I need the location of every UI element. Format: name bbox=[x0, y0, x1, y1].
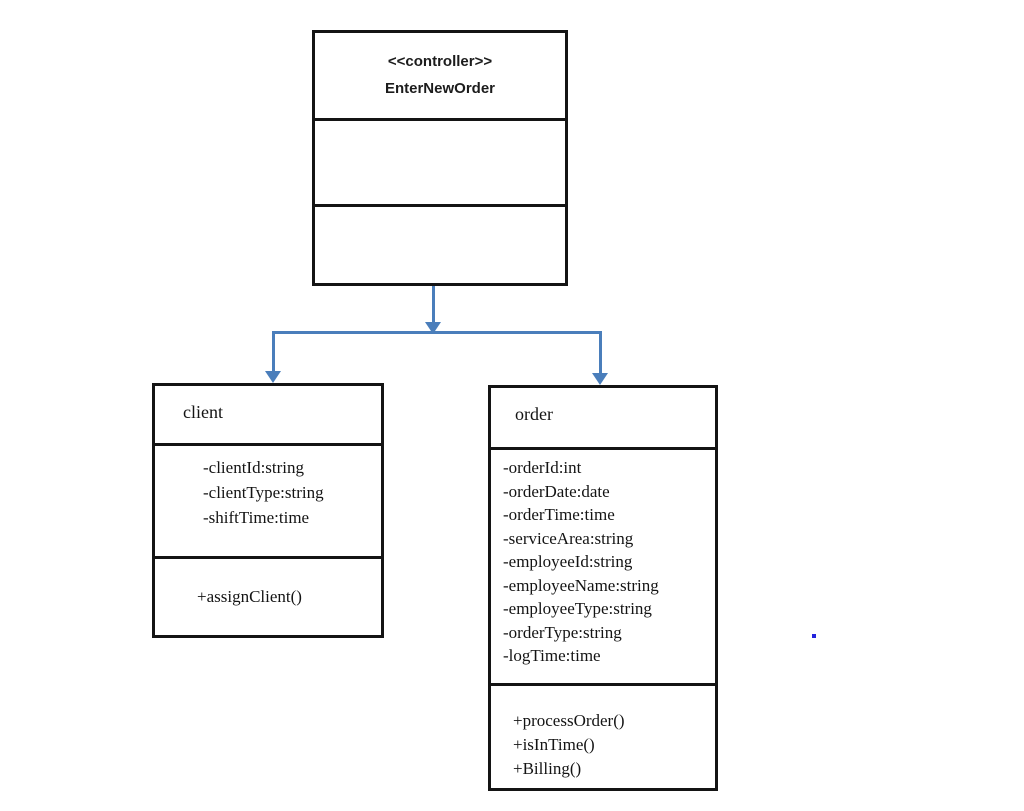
client-class-name: client bbox=[183, 402, 223, 422]
attribute-line: -serviceArea:string bbox=[503, 528, 634, 548]
attribute-line: -clientType:string bbox=[203, 483, 324, 502]
client-class-box: client -clientId:string -clientType:stri… bbox=[152, 383, 384, 638]
attribute-line: -employeeName:string bbox=[503, 575, 659, 595]
controller-stereotype: <<controller>> bbox=[387, 53, 493, 70]
attribute-line: -orderDate:date bbox=[503, 481, 610, 501]
order-title-compartment: order bbox=[491, 388, 715, 447]
method-line: +isInTime() bbox=[513, 735, 595, 754]
client-attributes-compartment: -clientId:string -clientType:string -shi… bbox=[155, 443, 381, 556]
connector-line-vertical-center bbox=[432, 286, 435, 324]
connector-arrowhead-order bbox=[592, 373, 608, 385]
attribute-line: -orderTime:time bbox=[503, 505, 615, 524]
attribute-line: -logTime:time bbox=[503, 646, 601, 665]
attribute-line: -shiftTime:time bbox=[203, 508, 310, 527]
stray-blue-dot bbox=[812, 634, 816, 638]
client-title-compartment: client bbox=[155, 386, 381, 443]
controller-methods-compartment-empty bbox=[315, 204, 565, 283]
attribute-line: -employeeType:string bbox=[503, 599, 652, 618]
method-line: +assignClient() bbox=[197, 587, 302, 606]
connector-line-horizontal-rail bbox=[272, 331, 602, 334]
method-line: +Billing() bbox=[513, 759, 582, 778]
connector-arrowhead-client bbox=[265, 371, 281, 383]
controller-title-compartment: <<controller>> EnterNewOrder bbox=[315, 33, 565, 118]
attribute-line: -employeeId:string bbox=[503, 552, 633, 571]
connector-line-vertical-left bbox=[272, 331, 275, 373]
order-class-box: order -orderId:int -orderDate:date -orde… bbox=[488, 385, 718, 791]
controller-class-box: <<controller>> EnterNewOrder bbox=[312, 30, 568, 286]
order-class-name: order bbox=[515, 404, 553, 424]
attribute-line: -orderId:int bbox=[503, 458, 582, 477]
attribute-line: -orderType:string bbox=[503, 622, 622, 642]
order-attributes-compartment: -orderId:int -orderDate:date -orderTime:… bbox=[491, 447, 715, 683]
client-methods-compartment: +assignClient() bbox=[155, 556, 381, 635]
order-methods-compartment: +processOrder() +isInTime() +Billing() bbox=[491, 683, 715, 788]
controller-attributes-compartment-empty bbox=[315, 118, 565, 204]
connector-line-vertical-right bbox=[599, 331, 602, 375]
method-line: +processOrder() bbox=[513, 711, 625, 730]
attribute-line: -clientId:string bbox=[203, 458, 305, 477]
controller-name: EnterNewOrder bbox=[384, 80, 496, 97]
